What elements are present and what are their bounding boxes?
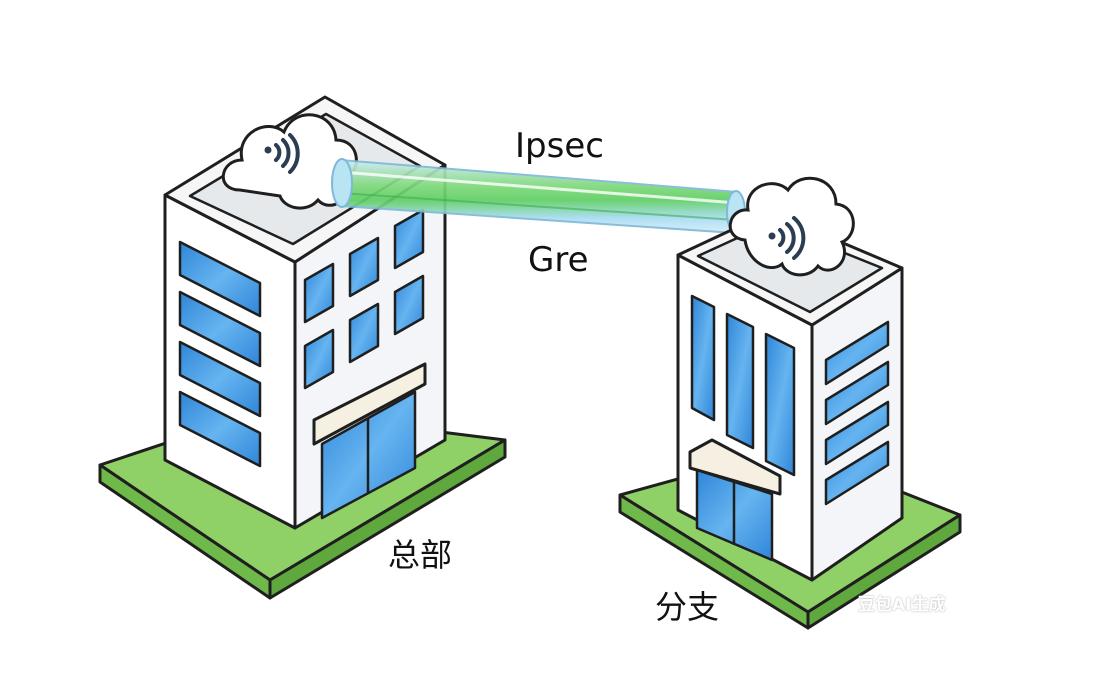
site-label-headquarters: 总部 [388, 536, 453, 574]
branch-entrance-canopy [688, 438, 782, 496]
hq-entrance-canopy [312, 362, 427, 446]
wifi-icon [264, 133, 300, 174]
hq-window [178, 240, 262, 318]
hq-cloud-router [221, 113, 358, 210]
branch-building [618, 210, 962, 630]
tunnel-label-ipsec: Ipsec [515, 126, 604, 166]
site-label-branch: 分支 [655, 588, 720, 626]
hq-window [178, 390, 262, 468]
hq-window [348, 236, 380, 298]
branch-window [824, 440, 890, 506]
hq-grass-side [268, 438, 507, 600]
branch-window [690, 294, 716, 422]
hq-window [303, 262, 335, 324]
hq-window [348, 302, 380, 364]
branch-window [824, 360, 890, 426]
wifi-icon [768, 216, 806, 260]
hq-window [393, 208, 425, 270]
hq-window [178, 290, 262, 368]
branch-grass-side [806, 513, 962, 630]
branch-window [824, 400, 890, 466]
hq-window [393, 274, 425, 336]
branch-window [764, 332, 796, 477]
branch-window [824, 320, 890, 386]
hq-window [178, 340, 262, 418]
hq-window [303, 328, 335, 390]
tunnel-label-gre: Gre [528, 240, 589, 280]
tunnel-end-left [331, 158, 353, 208]
watermark: 豆包AI生成 [858, 595, 946, 615]
branch-window [725, 312, 755, 450]
